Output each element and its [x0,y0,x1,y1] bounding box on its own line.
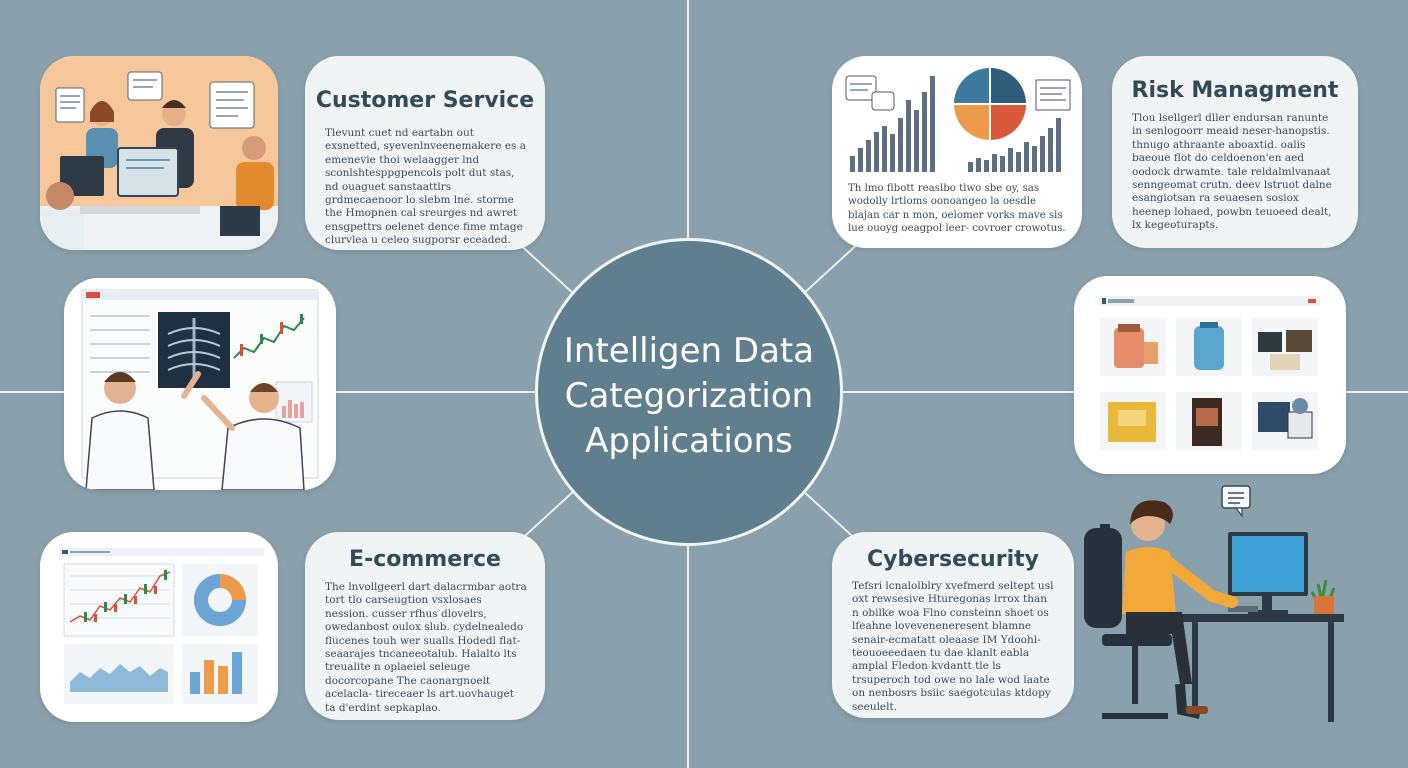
risk-illustration: Th lmo flbott reaslbo tlwo sbe oy, sas w… [832,56,1082,248]
cyber-body: Tefsri lcnalolblry xvefmerd seltept usl … [852,580,1054,713]
ecommerce-body: The lnvollgeerl dart dalacrmbar aotra to… [325,581,527,714]
center-title-line-1: Intelligen Data [563,331,815,371]
healthcare-illustration [64,278,336,490]
cyber-illustration [1084,485,1344,722]
center-title: Intelligen Data Categorization Applicati… [538,329,840,464]
risk-card: Risk Managment Tlou lsellgerl dller endu… [1112,56,1358,248]
center-title-line-3: Applications [585,421,793,461]
risk-body: Tlou lsellgerl dller endursan ranunte in… [1132,112,1332,232]
risk-title: Risk Managment [1131,78,1339,103]
product-grid-illustration [1074,276,1346,474]
cyber-card: Cybersecurity Tefsri lcnalolblry xvefmer… [832,532,1074,718]
risk-illustration-caption: Th lmo flbott reaslbo tlwo sbe oy, sas w… [848,183,1066,235]
ecommerce-illustration [40,532,278,722]
ecommerce-title: E-commerce [349,547,501,572]
customer-service-illustration [40,56,278,250]
center-hub: Intelligen Data Categorization Applicati… [535,238,843,546]
customer-service-title: Customer Service [315,88,535,113]
customer-service-body: Tlevunt cuet nd eartabn out exsnetted, s… [325,127,527,247]
cyber-title: Cybersecurity [867,547,1039,572]
center-title-line-2: Categorization [564,376,814,416]
customer-service-card: Customer Service Tlevunt cuet nd eartabn… [305,56,545,250]
ecommerce-card: E-commerce The lnvollgeerl dart dalacrmb… [305,532,545,720]
